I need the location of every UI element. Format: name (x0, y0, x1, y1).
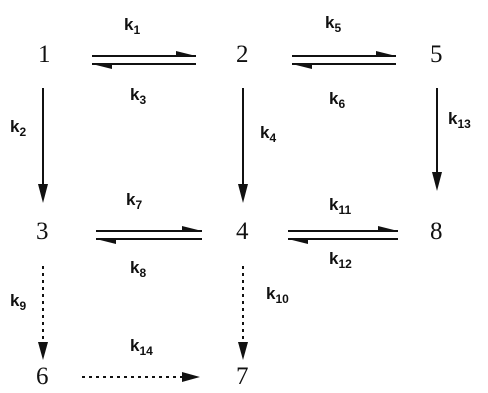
label-k9: k9 (10, 291, 26, 313)
node-6: 6 (36, 363, 49, 390)
label-k4: k4 (260, 123, 276, 145)
label-k12: k12 (329, 249, 352, 271)
arrow-1-to-3 (38, 88, 48, 203)
label-k2: k2 (10, 117, 26, 139)
label-k5: k5 (325, 13, 341, 35)
node-2: 2 (236, 41, 249, 68)
arrow-2-to-4 (238, 88, 248, 203)
arrow-3-to-4 (96, 226, 202, 232)
arrow-8-to-4 (288, 238, 398, 244)
label-k6: k6 (329, 89, 345, 111)
arrow-5-to-8 (432, 88, 442, 191)
label-k14: k14 (130, 336, 153, 358)
node-8: 8 (430, 218, 443, 245)
node-7: 7 (236, 363, 249, 390)
label-k7: k7 (126, 190, 142, 212)
dashed-arrow-4-to-7 (238, 266, 248, 360)
arrow-2-to-1 (92, 63, 196, 69)
arrow-5-to-2 (292, 63, 396, 69)
arrow-4-to-8 (288, 226, 398, 232)
arrow-4-to-3 (96, 238, 202, 244)
dashed-arrow-6-to-7 (82, 372, 200, 382)
label-k13: k13 (448, 109, 471, 131)
label-k8: k8 (130, 258, 146, 280)
label-k3: k3 (130, 85, 146, 107)
arrow-2-to-5 (292, 51, 396, 57)
dashed-arrow-3-to-6 (38, 266, 48, 360)
label-k11: k11 (329, 195, 351, 217)
arrow-1-to-2 (92, 51, 196, 57)
node-5: 5 (430, 41, 443, 68)
label-k1: k1 (124, 15, 140, 37)
node-1: 1 (38, 41, 51, 68)
node-4: 4 (236, 218, 249, 245)
node-3: 3 (36, 218, 49, 245)
label-k10: k10 (266, 284, 289, 306)
